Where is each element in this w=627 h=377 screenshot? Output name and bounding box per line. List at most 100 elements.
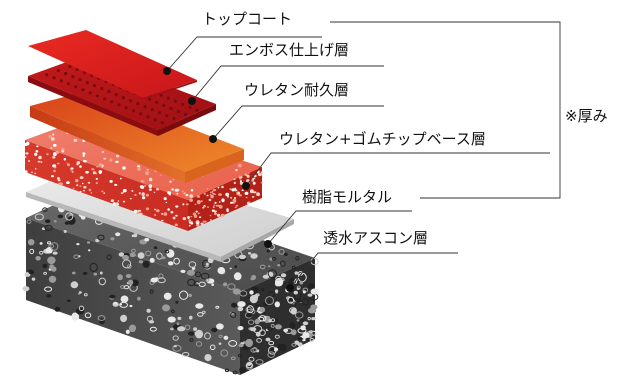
texture-speck xyxy=(196,200,201,205)
texture-speck xyxy=(141,196,146,200)
texture-speck xyxy=(235,204,239,207)
texture-speck xyxy=(84,312,92,319)
emboss-bump xyxy=(78,78,82,82)
texture-speck xyxy=(46,294,52,298)
texture-speck xyxy=(78,305,85,312)
texture-speck xyxy=(197,312,204,317)
emboss-bump xyxy=(81,88,85,92)
texture-speck xyxy=(79,190,82,193)
texture-speck xyxy=(88,188,92,192)
texture-speck xyxy=(271,256,277,261)
texture-speck xyxy=(239,180,242,183)
texture-speck xyxy=(294,271,299,275)
texture-speck xyxy=(28,269,33,274)
texture-speck xyxy=(177,316,182,320)
texture-speck xyxy=(256,310,260,312)
texture-speck xyxy=(245,196,248,199)
texture-speck xyxy=(176,322,180,326)
texture-speck xyxy=(47,241,52,245)
texture-speck xyxy=(195,303,204,309)
texture-speck xyxy=(154,208,156,211)
texture-speck xyxy=(232,198,237,203)
texture-speck xyxy=(189,315,193,320)
texture-speck xyxy=(54,306,61,312)
texture-speck xyxy=(88,249,91,252)
texture-speck xyxy=(27,239,35,246)
texture-speck xyxy=(173,345,177,348)
dot-urethane xyxy=(209,135,217,143)
texture-speck xyxy=(45,219,51,224)
texture-speck xyxy=(246,362,252,367)
texture-speck xyxy=(117,200,120,202)
texture-speck xyxy=(34,152,38,156)
texture-speck xyxy=(67,215,76,225)
emboss-bump xyxy=(107,90,111,94)
texture-speck xyxy=(211,209,216,212)
texture-speck xyxy=(103,192,106,195)
texture-speck xyxy=(211,191,214,193)
texture-speck xyxy=(40,161,43,164)
texture-speck xyxy=(53,169,56,173)
texture-speck xyxy=(290,308,297,315)
emboss-bump xyxy=(66,82,71,86)
texture-speck xyxy=(76,184,79,187)
texture-speck xyxy=(146,315,153,322)
leader-lines xyxy=(166,21,561,289)
texture-speck xyxy=(75,307,85,315)
emboss-bump xyxy=(45,73,49,77)
texture-speck xyxy=(122,191,125,194)
texture-speck xyxy=(300,325,306,331)
texture-speck xyxy=(237,353,243,358)
texture-speck xyxy=(122,188,127,193)
texture-speck xyxy=(128,279,134,286)
texture-speck xyxy=(161,219,164,222)
texture-speck xyxy=(72,271,76,275)
texture-speck xyxy=(71,171,74,173)
texture-speck xyxy=(109,180,113,183)
texture-speck xyxy=(120,295,129,303)
emboss-bump xyxy=(114,93,118,97)
texture-speck xyxy=(218,201,221,203)
texture-speck xyxy=(311,295,315,298)
texture-speck xyxy=(83,189,85,192)
texture-speck xyxy=(246,312,253,318)
texture-speck xyxy=(122,200,126,203)
texture-speck xyxy=(224,368,230,373)
texture-speck xyxy=(209,344,216,351)
label-emboss: エンボス仕上げ層 xyxy=(229,41,350,59)
texture-speck xyxy=(202,206,205,209)
texture-speck xyxy=(25,152,29,155)
texture-speck xyxy=(302,332,310,339)
texture-speck xyxy=(139,185,144,189)
thickness-note: ※厚み xyxy=(565,107,608,125)
texture-speck xyxy=(115,160,119,163)
texture-speck xyxy=(247,319,255,325)
texture-speck xyxy=(66,162,68,164)
texture-speck xyxy=(202,259,212,269)
texture-speck xyxy=(273,278,276,281)
texture-speck xyxy=(101,151,105,153)
texture-speck xyxy=(184,324,191,331)
label-topcoat: トップコート xyxy=(202,10,293,28)
texture-speck xyxy=(232,370,238,375)
texture-speck xyxy=(120,314,128,323)
texture-speck xyxy=(47,256,56,265)
texture-speck xyxy=(200,272,210,280)
texture-speck xyxy=(137,252,145,259)
layer-topcoat xyxy=(28,30,197,100)
texture-speck xyxy=(93,272,98,276)
texture-speck xyxy=(129,252,136,258)
texture-speck xyxy=(190,222,194,225)
texture-speck xyxy=(35,255,41,261)
texture-speck xyxy=(214,210,218,213)
texture-speck xyxy=(195,271,201,278)
texture-speck xyxy=(172,335,179,341)
texture-speck xyxy=(50,147,53,149)
texture-speck xyxy=(250,347,257,353)
texture-speck xyxy=(267,326,274,331)
texture-speck xyxy=(98,163,103,167)
texture-speck xyxy=(56,177,60,180)
texture-speck xyxy=(283,328,289,333)
texture-speck xyxy=(206,188,209,190)
texture-speck xyxy=(57,214,64,219)
